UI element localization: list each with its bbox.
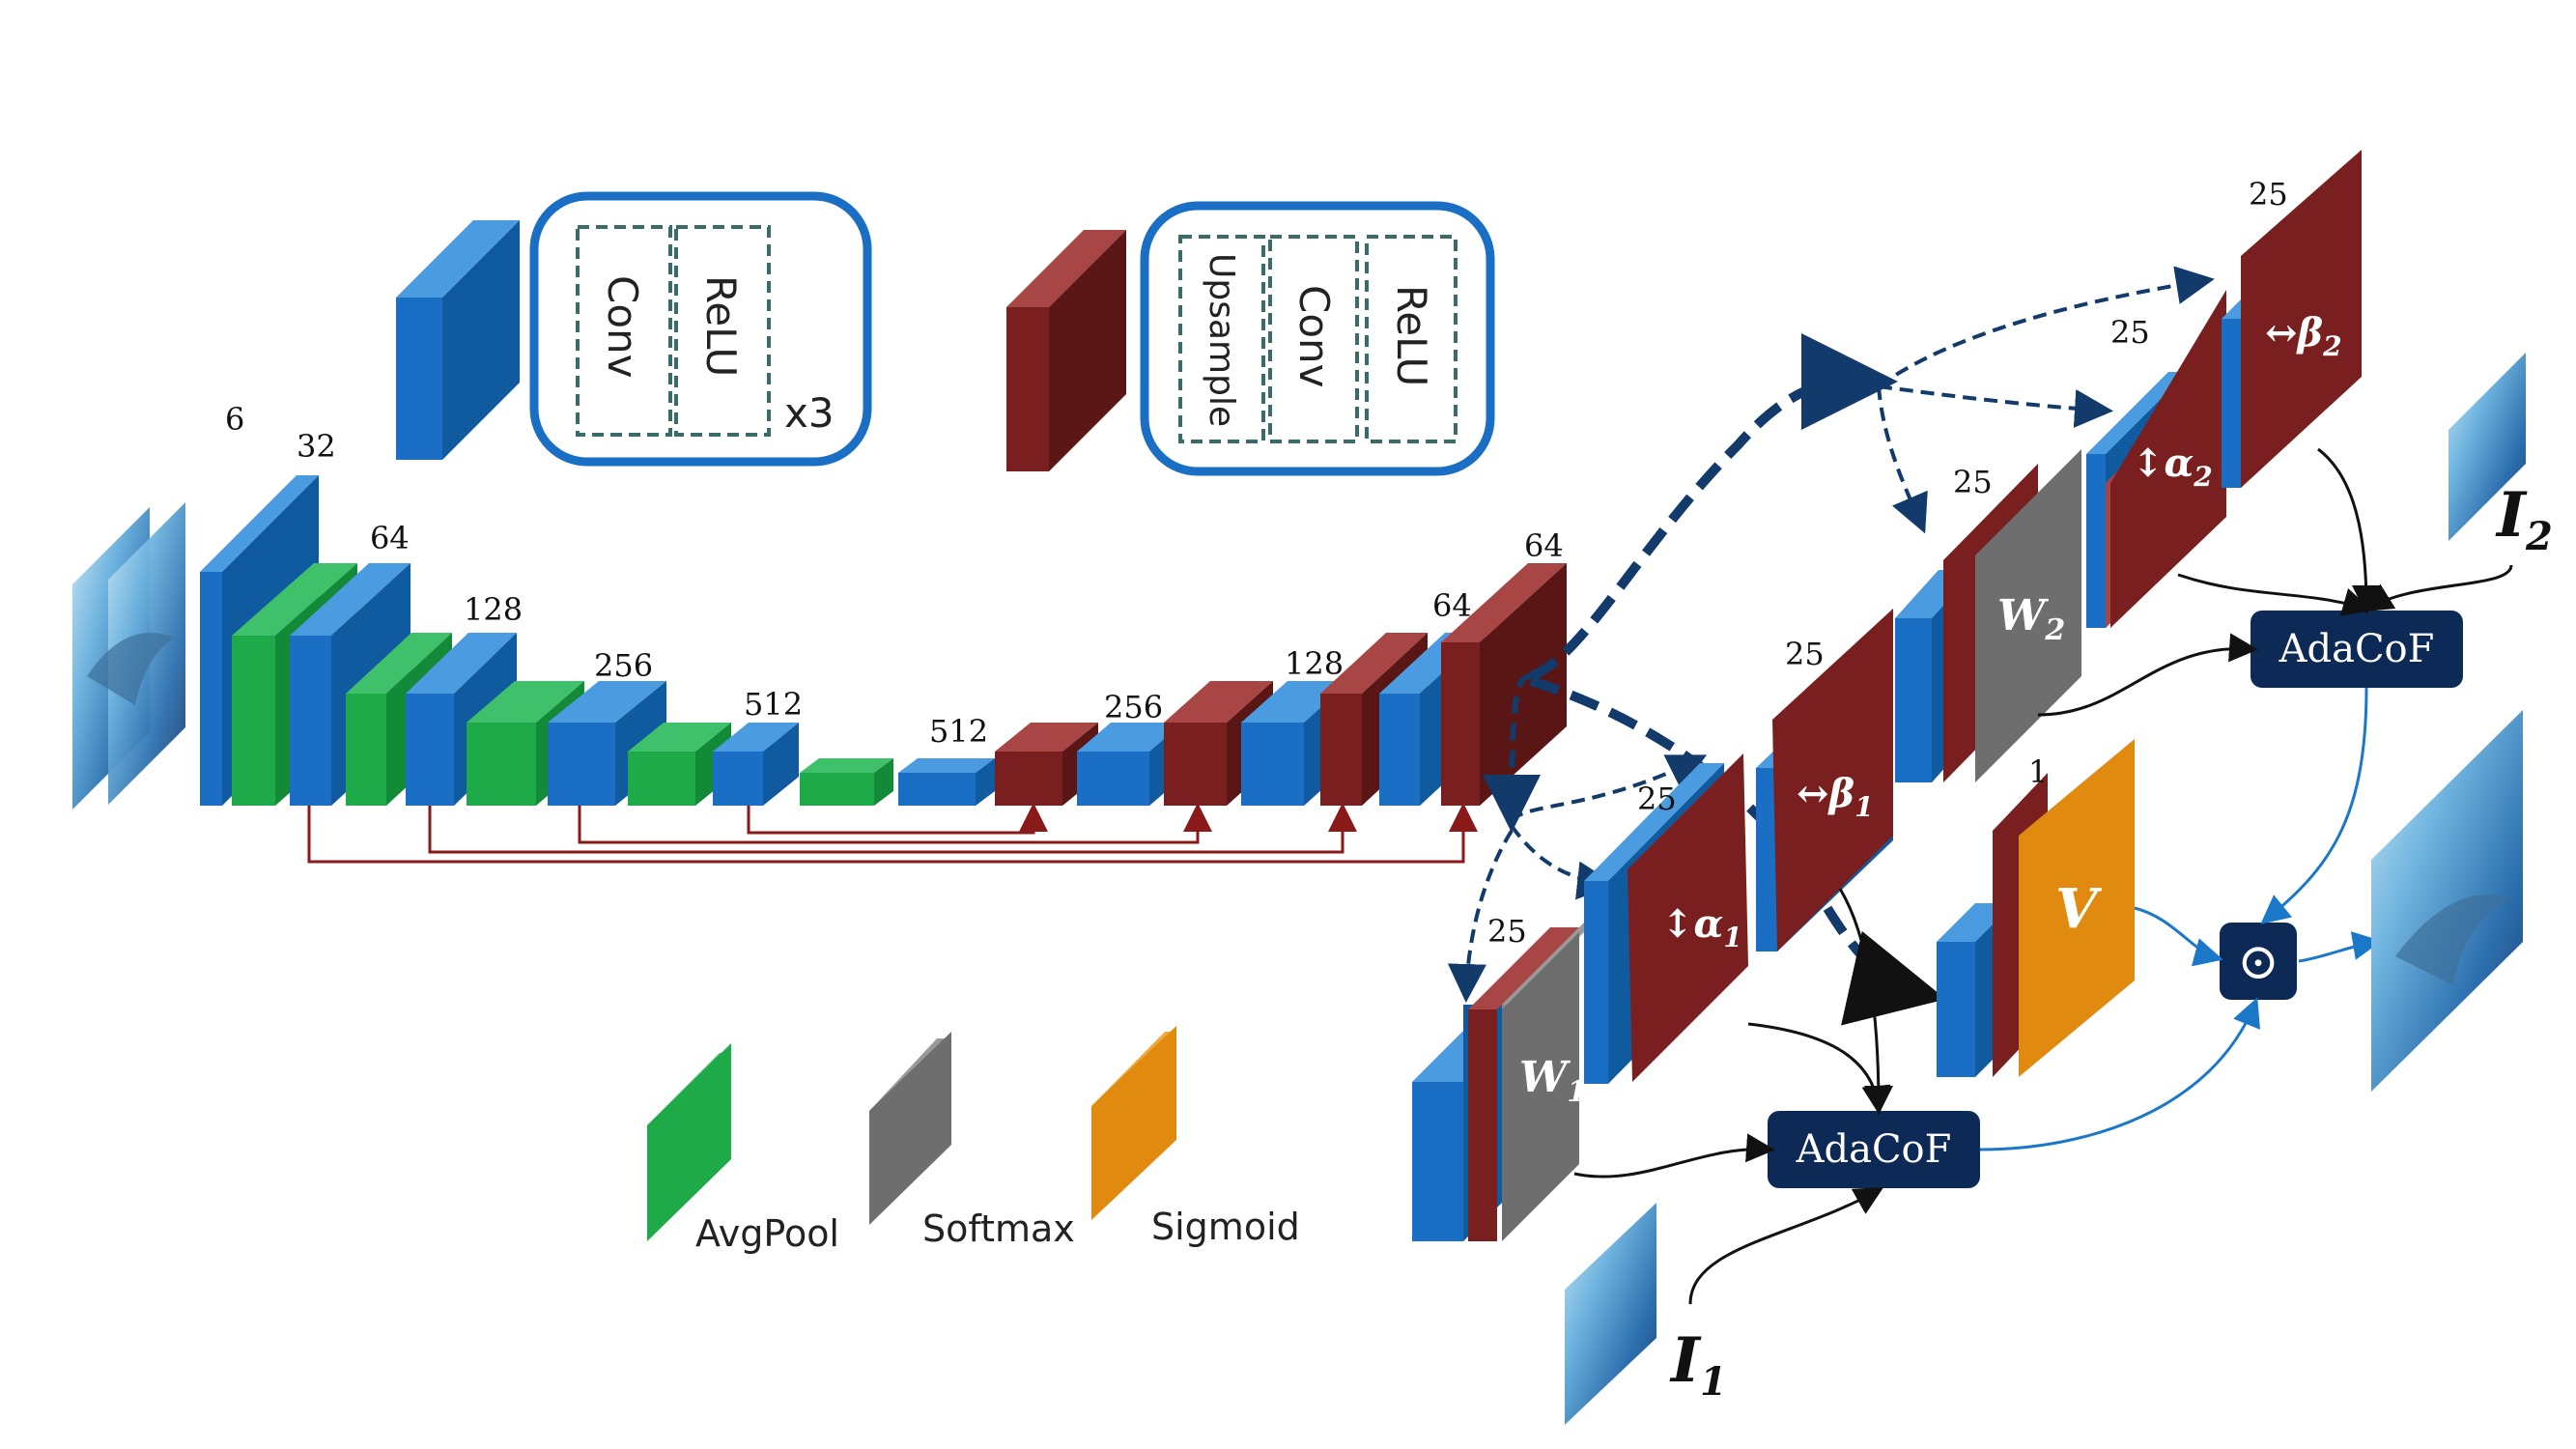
svg-text:W2: W2 <box>1997 591 2065 647</box>
alpha2-label: ↕α <box>2132 440 2194 486</box>
w1-subscript: 1 <box>1567 1075 1587 1109</box>
svg-text:↔β1: ↔β1 <box>1797 771 1874 823</box>
enc5-conv-block: 512 <box>713 686 803 806</box>
input-image-stack: 6 <box>72 401 244 810</box>
channel-enc3: 128 <box>464 591 523 628</box>
w1-label: W <box>1519 1053 1571 1102</box>
channel-enc2: 64 <box>370 520 410 556</box>
channel-beta2: 25 <box>2249 176 2288 213</box>
avgpool-block-5 <box>800 758 893 806</box>
adacof-2-box: AdaCoF <box>2250 611 2463 688</box>
i1-input-frame: I1 <box>1565 1203 1727 1425</box>
i2-subscript: 2 <box>2525 514 2553 559</box>
legend-avgpool-label: AvgPool <box>695 1212 839 1255</box>
channel-enc5: 512 <box>744 686 803 723</box>
legend-decoder-conv-label: Conv <box>1290 285 1338 388</box>
odot-symbol: ⊙ <box>2237 933 2279 991</box>
w1-softmax-block: 25 W1 <box>1412 913 1594 1241</box>
svg-text:I2: I2 <box>2495 479 2553 559</box>
alpha2-block: 25 ↕α2 <box>2086 290 2226 628</box>
legend-softmax-label: Softmax <box>922 1208 1075 1250</box>
connection-arrows <box>1573 447 2513 1305</box>
i1-subscript: 1 <box>1700 1359 1727 1405</box>
adacof-1-label: AdaCoF <box>1796 1127 1952 1172</box>
legend-upsample-label: Upsample <box>1202 253 1241 427</box>
legend-softmax: Softmax <box>869 1032 1075 1250</box>
beta1-subscript: 1 <box>1854 791 1873 823</box>
dec4-upsample-block <box>995 723 1098 806</box>
v-label: V <box>2055 877 2103 941</box>
legend-conv-label: Conv <box>599 275 646 379</box>
channel-w1: 25 <box>1487 913 1527 950</box>
v-sigmoid-block: 1 V <box>1937 739 2135 1077</box>
beta2-label: ↔β <box>2265 310 2323 355</box>
channel-dec4: 256 <box>1104 689 1163 725</box>
legend-avgpool: AvgPool <box>647 1043 839 1255</box>
skip-connections <box>307 803 1478 864</box>
alpha1-label: ↕α <box>1661 901 1723 947</box>
legend-decoder-relu-label: ReLU <box>1388 285 1435 386</box>
channel-v: 1 <box>2028 753 2048 790</box>
legend-decoder-block: Upsample Conv ReLU <box>1006 201 1495 476</box>
channel-input: 6 <box>225 401 244 438</box>
w2-softmax-block: 25 W2 <box>1895 449 2081 782</box>
beta2-subscript: 2 <box>2322 330 2341 362</box>
channel-w2: 25 <box>1953 464 1993 500</box>
legend-sigmoid: Sigmoid <box>1091 1026 1300 1248</box>
legend-sigmoid-label: Sigmoid <box>1151 1206 1300 1248</box>
w2-subscript: 2 <box>2044 613 2065 647</box>
bottleneck-conv-block: 512 <box>898 713 995 806</box>
channel-dec3: 128 <box>1285 645 1344 682</box>
legend-repeat-label: x3 <box>784 389 835 437</box>
w2-label: W <box>1997 591 2050 640</box>
channel-enc1: 32 <box>297 428 336 465</box>
svg-text:↕α1: ↕α1 <box>1661 901 1742 953</box>
channel-alpha2: 25 <box>2110 314 2150 351</box>
legend-relu-label: ReLU <box>697 275 745 377</box>
alpha2-subscript: 2 <box>2193 461 2212 493</box>
branch-1-blocks: 25 W1 25 ↕α1 25 ↔β1 <box>1412 609 1893 1241</box>
svg-text:↔β2: ↔β2 <box>2265 310 2342 362</box>
channel-alpha1: 25 <box>1637 781 1677 817</box>
branch-2-blocks: 25 W2 25 ↕α2 25 ↔β2 <box>1895 150 2362 782</box>
i2-input-frame: I2 <box>2449 353 2553 559</box>
svg-text:I1: I1 <box>1669 1324 1727 1405</box>
channel-beta1: 25 <box>1785 636 1825 672</box>
beta1-label: ↔β <box>1797 771 1854 816</box>
beta1-block: 25 ↔β1 <box>1756 609 1893 952</box>
unet-backbone: 32 64 128 <box>200 428 1567 864</box>
odot-operator: ⊙ <box>2220 923 2297 1000</box>
channel-dec2: 64 <box>1432 587 1472 624</box>
channel-bottleneck: 512 <box>929 713 988 750</box>
channel-dec1: 64 <box>1524 527 1564 564</box>
beta2-block: 25 ↔β2 <box>2222 150 2362 488</box>
alpha1-subscript: 1 <box>1723 922 1741 953</box>
adacof-1-box: AdaCoF <box>1768 1111 1980 1188</box>
legend-encoder-block: Conv ReLU x3 <box>396 191 872 467</box>
svg-text:↕α2: ↕α2 <box>2132 440 2213 493</box>
output-frame <box>2371 710 2523 1092</box>
adacof-2-label: AdaCoF <box>2279 627 2435 671</box>
i2-label: I <box>2495 479 2528 552</box>
channel-enc4: 256 <box>594 647 653 684</box>
svg-text:W1: W1 <box>1519 1053 1587 1109</box>
alpha1-block: 25 ↕α1 <box>1584 753 1748 1084</box>
i1-label: I <box>1669 1324 1702 1397</box>
